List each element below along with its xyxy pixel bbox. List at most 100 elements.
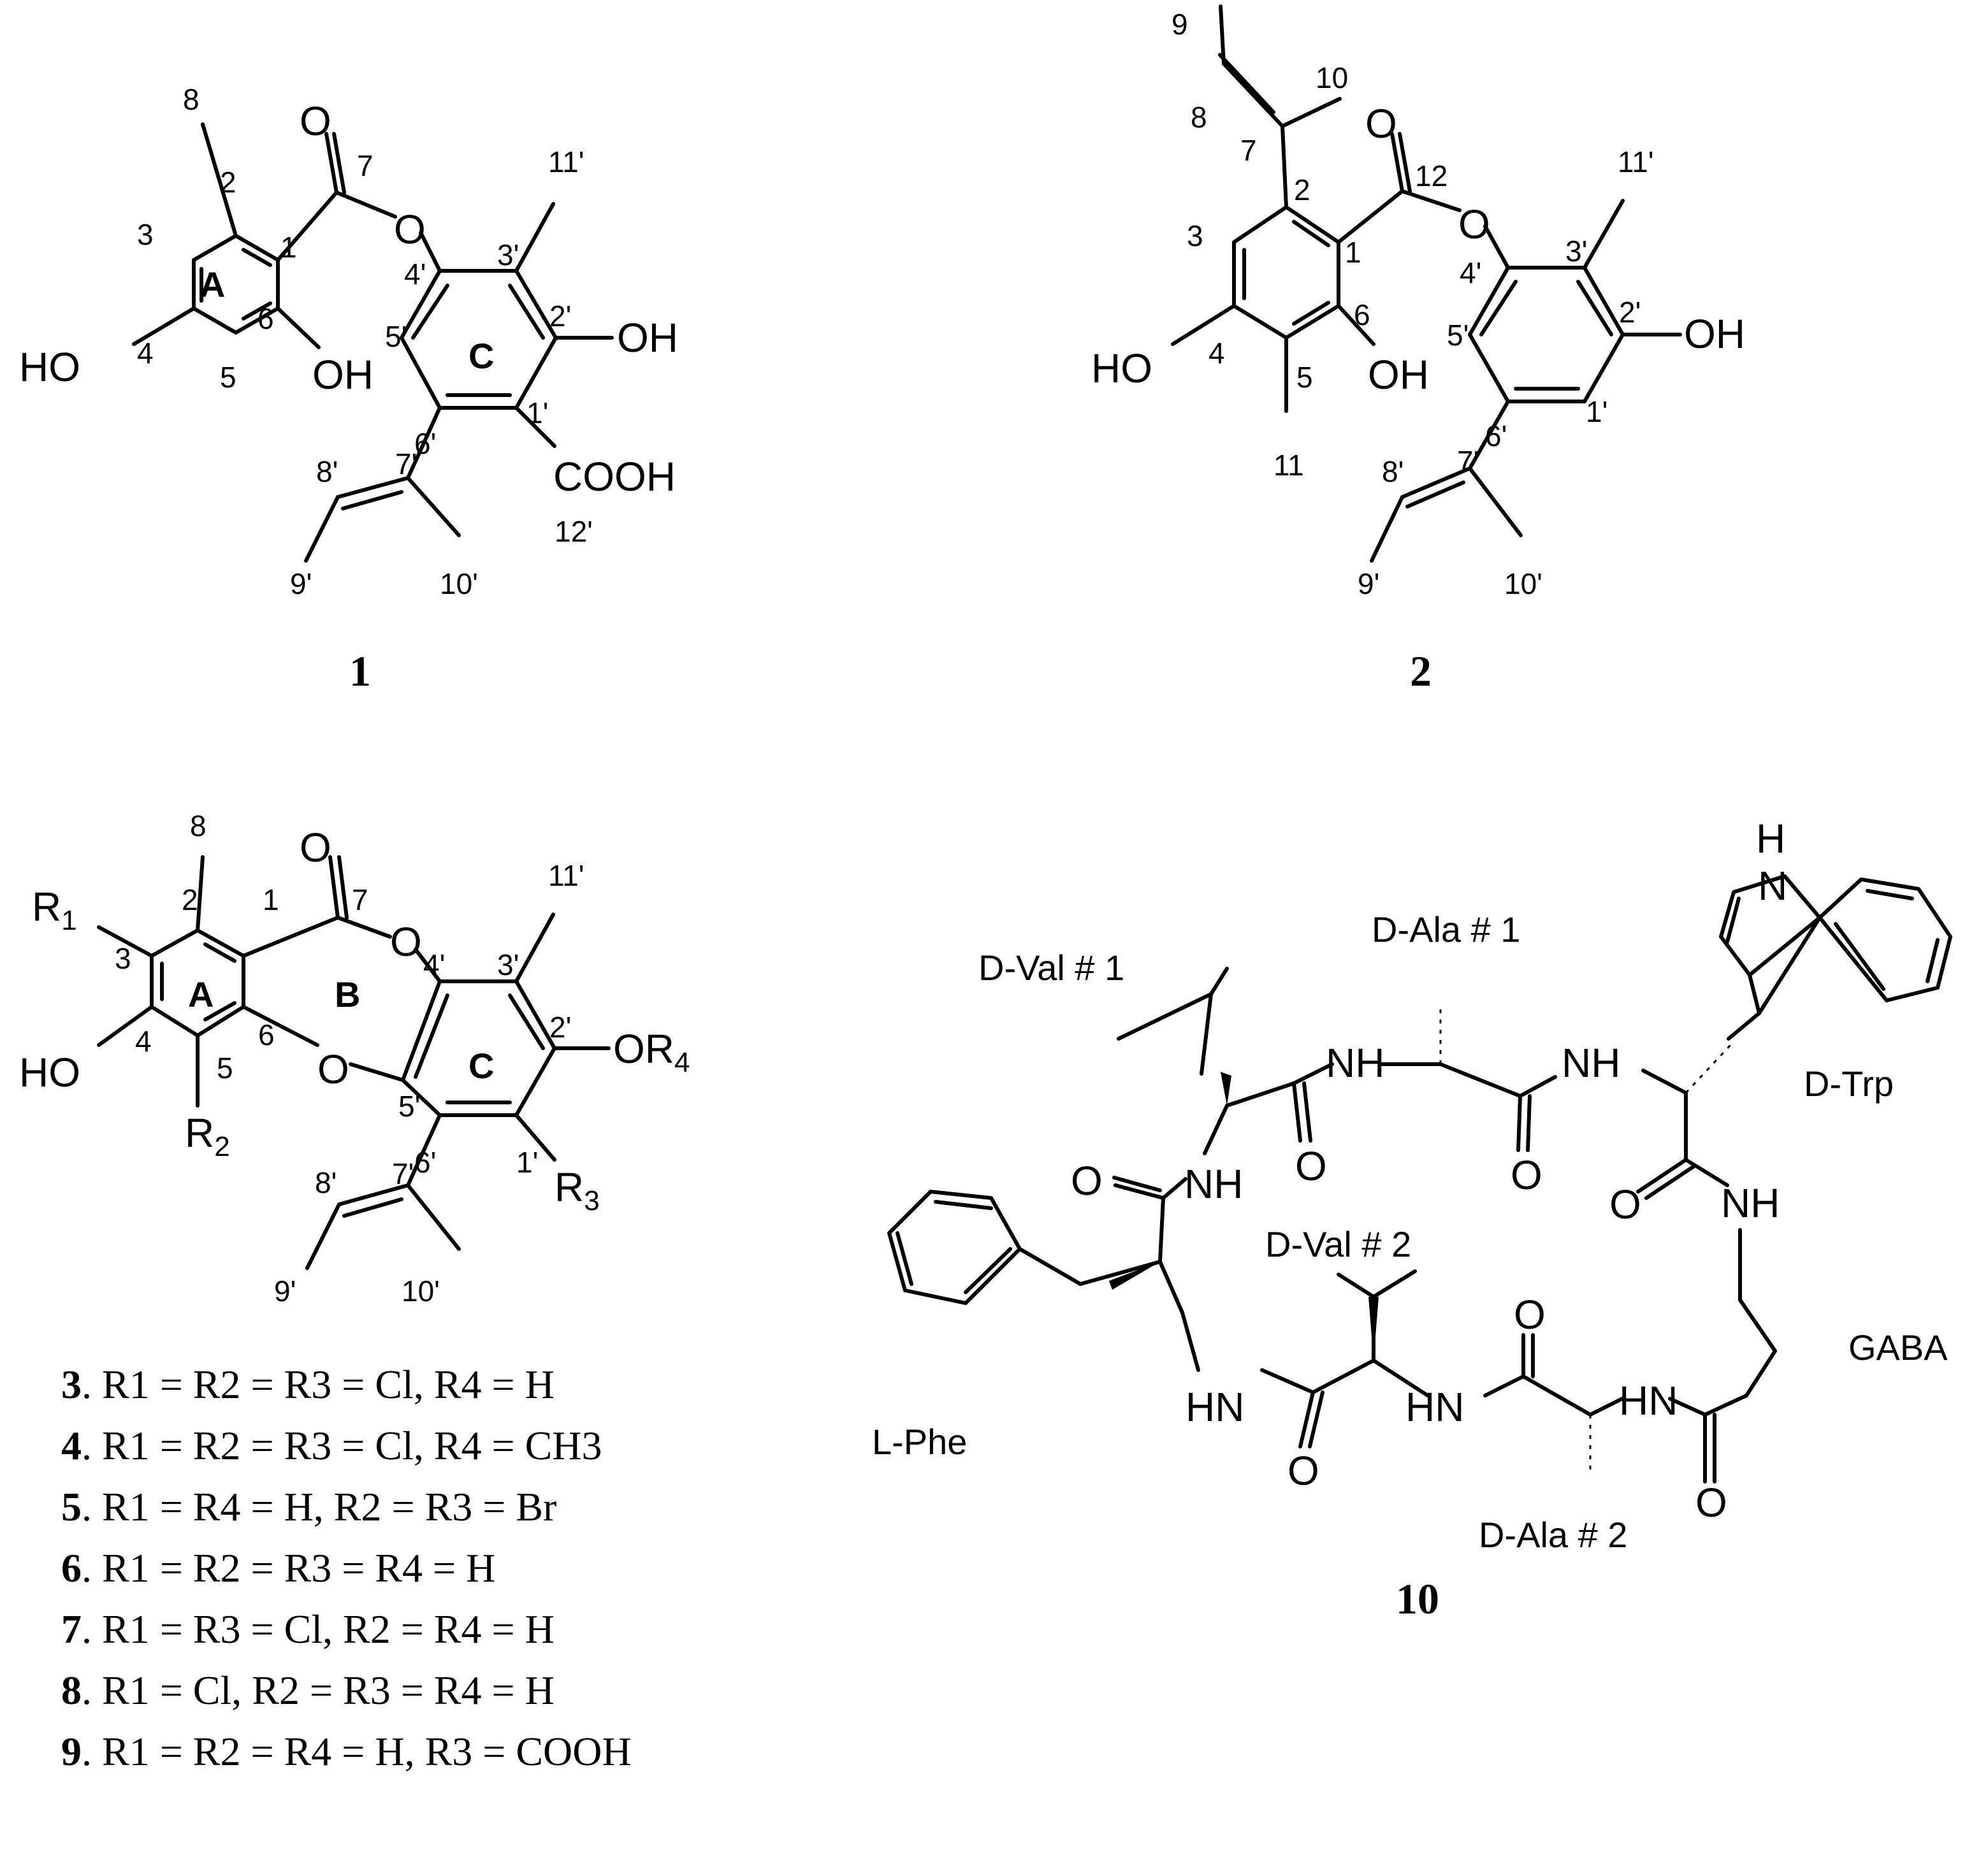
compound-1-bonds — [132, 122, 614, 563]
c3-4-hydroxyl: HO — [19, 1050, 80, 1095]
compound-10-atom-labels: NH NH NH HN HN HN NH H N O O O O O O O — [1071, 816, 1787, 1526]
trp-hashed-bond — [1685, 1044, 1732, 1094]
c2-num-8p: 8' — [1382, 455, 1404, 488]
c2-num-3p: 3' — [1565, 235, 1587, 268]
residue-gaba: GABA — [1848, 1327, 1948, 1368]
c2-num-2: 2 — [1294, 173, 1310, 206]
indole-n: N — [1758, 863, 1787, 909]
c2-num-10: 10 — [1316, 61, 1348, 94]
compound-10-stereo-bonds — [1109, 1007, 1732, 1472]
val1-carbonyl-o: O — [1295, 1143, 1327, 1189]
residue-d-val-2: D-Val # 2 — [1265, 1224, 1411, 1264]
c1-ring-c-label: C — [468, 336, 494, 376]
c1-num-6p: 6' — [414, 427, 436, 460]
c3-num-6p: 6' — [414, 1146, 436, 1179]
c1-num-6: 6 — [258, 302, 274, 335]
svg-text:R2: R2 — [185, 1110, 230, 1162]
compound-10-bonds — [887, 874, 1952, 1483]
compound-1-atom-labels: O O HO OH OH COOH A C — [19, 98, 678, 500]
c1-num-10p: 10' — [440, 567, 478, 600]
c1-num-3: 3 — [137, 218, 154, 251]
c3-r3-label: R3 — [555, 1164, 600, 1216]
c1-ring-a-label: A — [200, 264, 225, 305]
c2-num-7: 7 — [1240, 134, 1257, 167]
substituent-legend: 3. R1 = R2 = R3 = Cl, R4 = H 4. R1 = R2 … — [61, 1362, 632, 1774]
residue-d-ala-1: D-Ala # 1 — [1372, 909, 1520, 949]
c1-num-9p: 9' — [290, 567, 312, 600]
ala2-carbonyl-o: O — [1514, 1292, 1546, 1338]
c2-num-8: 8 — [1191, 101, 1207, 134]
c2-num-11: 11 — [1273, 449, 1304, 482]
c1-num-3p: 3' — [497, 238, 519, 271]
c2-num-5: 5 — [1296, 361, 1313, 394]
c3-num-3: 3 — [115, 942, 131, 975]
ala2-hn: HN — [1405, 1384, 1464, 1430]
ala1-nh: NH — [1326, 1040, 1384, 1086]
gaba-nh: NH — [1721, 1180, 1780, 1226]
compound-3-bonds — [97, 855, 611, 1270]
gaba-carbonyl-o: O — [1695, 1480, 1727, 1526]
val2-wedge-bond — [1368, 1297, 1379, 1360]
compound-10-id: 10 — [1396, 1575, 1439, 1623]
c2-ester-o: O — [1458, 201, 1490, 247]
c1-num-12p: 12' — [555, 515, 593, 548]
c3-num-11p: 11' — [548, 859, 584, 892]
c3-num-1: 1 — [263, 883, 279, 916]
c1-num-2: 2 — [220, 166, 236, 199]
legend-row: 5. R1 = R4 = H, R2 = R3 = Br — [61, 1484, 556, 1529]
c2-2p-hydroxyl: OH — [1684, 311, 1745, 357]
val2-hn: HN — [1186, 1384, 1244, 1430]
trp-nh: NH — [1562, 1040, 1620, 1086]
c3-num-7p: 7' — [392, 1157, 414, 1190]
compound-3-atom-labels: O O O HO R1 R2 R3 OR4 A B C — [19, 825, 690, 1216]
c3-num-7: 7 — [352, 883, 368, 916]
compound-10-structure: NH NH NH HN HN HN NH H N O O O O O O O D… — [872, 816, 1952, 1623]
c2-num-6p: 6' — [1485, 419, 1507, 452]
c3-num-6: 6 — [258, 1018, 275, 1051]
c3-num-8p: 8' — [315, 1166, 337, 1199]
c2-num-5p: 5' — [1447, 319, 1469, 352]
c3-ring-b-label: B — [335, 974, 360, 1014]
c3-num-4p: 4' — [423, 948, 445, 981]
compound-1-position-numbers: 8 7 2 3 1 6 4 5 11' 3' 4' 2' 5' 1' 6' 7'… — [137, 83, 593, 600]
val2-carbonyl-o: O — [1288, 1448, 1319, 1494]
c1-2p-hydroxyl: OH — [617, 315, 678, 361]
legend-row: 9. R1 = R2 = R4 = H, R3 = COOH — [61, 1729, 632, 1774]
c2-num-4p: 4' — [1460, 256, 1481, 289]
c2-carbonyl-o: O — [1365, 101, 1397, 147]
c3-ether-o: O — [317, 1046, 349, 1092]
c3-num-9p: 9' — [274, 1274, 296, 1308]
c2-num-2p: 2' — [1619, 296, 1641, 329]
c2-num-9: 9 — [1172, 8, 1188, 41]
c1-4-hydroxyl: HO — [19, 344, 80, 390]
compound-10-residue-labels: D-Val # 1 D-Ala # 1 D-Trp L-Phe D-Val # … — [872, 909, 1948, 1555]
c2-num-1p: 1' — [1586, 395, 1607, 428]
legend-row: 4. R1 = R2 = R3 = Cl, R4 = CH3 — [61, 1423, 602, 1468]
legend-row: 8. R1 = Cl, R2 = R3 = R4 = H — [61, 1668, 555, 1713]
c2-num-6: 6 — [1354, 298, 1370, 331]
c1-num-5p: 5' — [385, 320, 407, 353]
c3-num-2: 2 — [182, 883, 198, 916]
c3-r1-label: R1 — [32, 884, 77, 936]
c3-ring-c-label: C — [468, 1046, 494, 1086]
residue-d-val-1: D-Val # 1 — [978, 948, 1124, 988]
c1-num-2p: 2' — [549, 300, 571, 333]
c2-num-4: 4 — [1208, 336, 1225, 370]
c1-num-1: 1 — [280, 231, 297, 264]
c1-num-1p: 1' — [526, 396, 548, 429]
c1-num-5: 5 — [220, 361, 236, 394]
phe-carbonyl-o: O — [1071, 1158, 1103, 1204]
c3-num-5: 5 — [217, 1051, 233, 1085]
c3-or4-label: OR4 — [613, 1026, 690, 1078]
val1-hashed-bond — [1221, 1072, 1231, 1106]
c2-4-hydroxyl: HO — [1091, 345, 1152, 391]
ala1-carbonyl-o: O — [1511, 1152, 1542, 1198]
c1-carbonyl-o: O — [300, 98, 331, 144]
residue-d-trp: D-Trp — [1804, 1064, 1894, 1104]
c3-ring-a-label: A — [188, 974, 214, 1014]
phe-wedge-bond — [1109, 1262, 1160, 1290]
compound-2-structure: O O HO OH OH 9 10 8 7 12 2 3 1 6 4 5 11 … — [1091, 4, 1745, 695]
indole-h: H — [1756, 816, 1785, 862]
